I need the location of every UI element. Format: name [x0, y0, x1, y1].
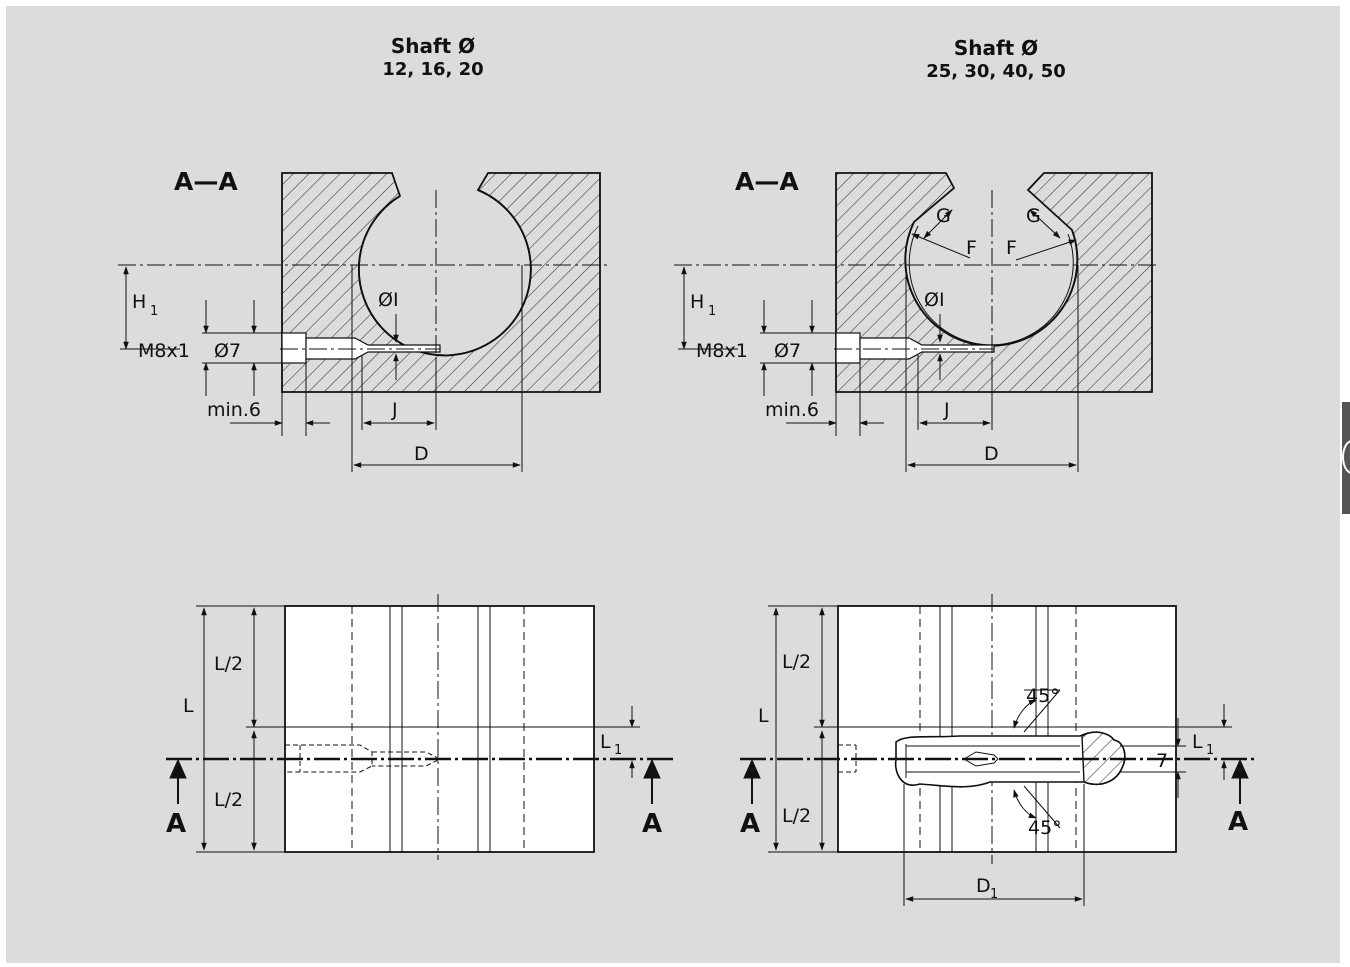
right-G-left-label: G [936, 205, 951, 227]
left-thread-label: M8x1 [138, 340, 190, 362]
left-L-label: L [183, 695, 194, 717]
left-sizes: 12, 16, 20 [382, 59, 484, 80]
right-lube-bore [835, 332, 861, 364]
left-labels: A—A H 1 M8x1 Ø7 min.6 ØI J D L L/2 L/2 L… [132, 167, 662, 839]
right-sizes: 25, 30, 40, 50 [926, 61, 1066, 82]
right-F-left-label: F [966, 237, 977, 259]
left-section-view [118, 172, 608, 472]
right-block-top [837, 605, 1177, 853]
right-I-label: ØI [924, 289, 945, 311]
left-arrow-A-right: A [642, 809, 662, 839]
left-min-label: min.6 [207, 399, 261, 421]
right-Lhalf-top-label: L/2 [782, 651, 811, 673]
left-arrow-A-left: A [166, 809, 186, 839]
right-D1-sub: 1 [990, 887, 998, 902]
left-bore-label: Ø7 [214, 340, 241, 362]
left-section-label: A—A [174, 167, 238, 196]
left-Lhalf-top-label: L/2 [214, 653, 243, 675]
right-G-right-label: G [1026, 205, 1041, 227]
left-L1-sub: 1 [614, 743, 622, 758]
left-top-view [166, 594, 674, 860]
right-angle-bottom-label: 45° [1028, 817, 1062, 839]
right-labels: A—A G G F F H 1 M8x1 Ø7 min.6 ØI J D L L… [690, 167, 1248, 902]
left-L1-label: L [600, 731, 611, 753]
right-D1-label: D [976, 875, 991, 897]
left-shaft-bore [358, 189, 532, 357]
right-section-view [674, 172, 1160, 472]
right-D-label: D [984, 443, 999, 465]
left-title-text: Shaft Ø [390, 34, 476, 58]
right-L1-sub: 1 [1206, 743, 1214, 758]
right-Lhalf-bottom-label: L/2 [782, 805, 811, 827]
left-H1-sub: 1 [150, 304, 158, 319]
left-title: Shaft Ø 12, 16, 20 [333, 34, 533, 82]
right-angle-top-label: 45° [1026, 685, 1060, 707]
right-bore-label: Ø7 [774, 340, 801, 362]
left-Lhalf-bottom-label: L/2 [214, 789, 243, 811]
right-min-label: min.6 [765, 399, 819, 421]
right-H1-label: H [690, 291, 704, 313]
right-L1-label: L [1192, 731, 1203, 753]
right-arrow-A-left: A [740, 809, 760, 839]
right-top-view [740, 594, 1256, 906]
right-thread-label: M8x1 [696, 340, 748, 362]
right-H1-sub: 1 [708, 304, 716, 319]
left-D-label: D [414, 443, 429, 465]
left-I-label: ØI [378, 289, 399, 311]
left-lube-bore [281, 332, 307, 364]
left-J-label: J [391, 399, 398, 421]
right-title-text: Shaft Ø [953, 36, 1039, 60]
right-arrow-A-right: A [1228, 807, 1248, 837]
left-H1-label: H [132, 291, 146, 313]
left-block-top [284, 605, 595, 853]
right-J-label: J [943, 399, 950, 421]
right-title: Shaft Ø 25, 30, 40, 50 [896, 36, 1096, 84]
right-section-label: A—A [735, 167, 799, 196]
right-F-right-label: F [1006, 237, 1017, 259]
right-seven-label: 7 [1156, 750, 1168, 772]
right-L-label: L [758, 705, 769, 727]
